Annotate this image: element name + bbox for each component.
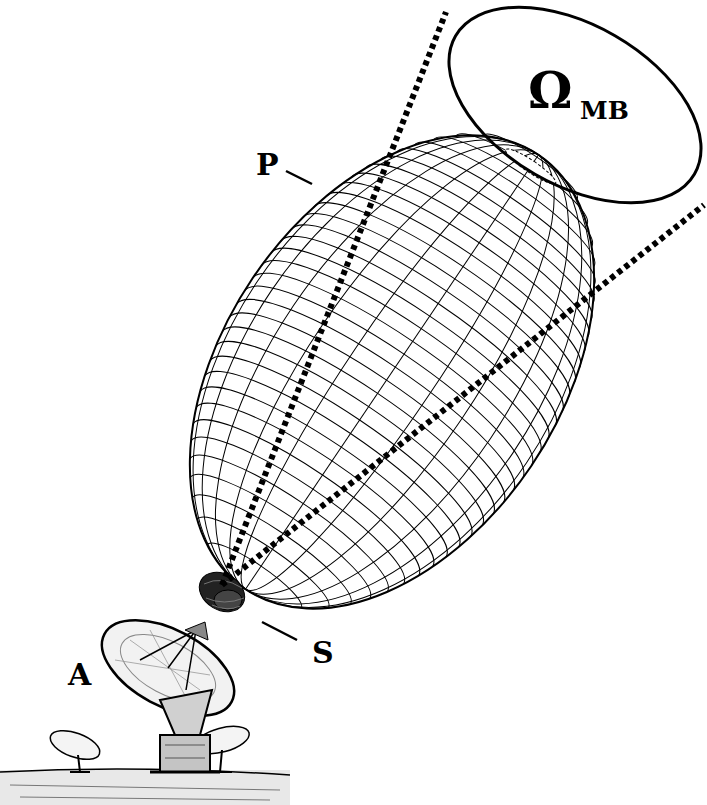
lobe-grid-line [351,151,605,336]
lobe-grid-line [483,125,584,199]
lobe-grid-line [229,288,524,503]
lobe-grid-line [456,122,597,225]
part-label: S [312,638,334,668]
solid-angle-ellipse [415,0,707,243]
lobe-grid-line [193,399,435,576]
subscript-label: MB [580,98,629,123]
leader-line [286,171,312,184]
lobe-grid-line [245,155,673,680]
lobe-grid-line [196,381,450,566]
lobe-grid-line [381,136,609,303]
part-label: P [256,150,279,180]
leader-line [262,622,297,640]
lobe-grid-line [190,437,402,592]
lobe-grid-line [236,274,533,491]
lobe-grid-line [200,364,464,557]
lobe-grid-line [245,155,608,636]
radio-telescope [0,601,290,805]
lobe-grid-line [245,155,659,671]
lobe-grid-line [222,302,513,514]
lobe-grid-line [414,126,607,267]
symbol-label: Ω [528,66,573,116]
lobe-grid-line [366,143,608,320]
lobe-grid-line [111,64,539,589]
beam-cone [222,12,704,585]
lobe-grid-line [434,122,604,246]
lobe-grid-line [216,317,502,526]
part-label: A [68,660,91,690]
side-lobes [192,564,252,619]
